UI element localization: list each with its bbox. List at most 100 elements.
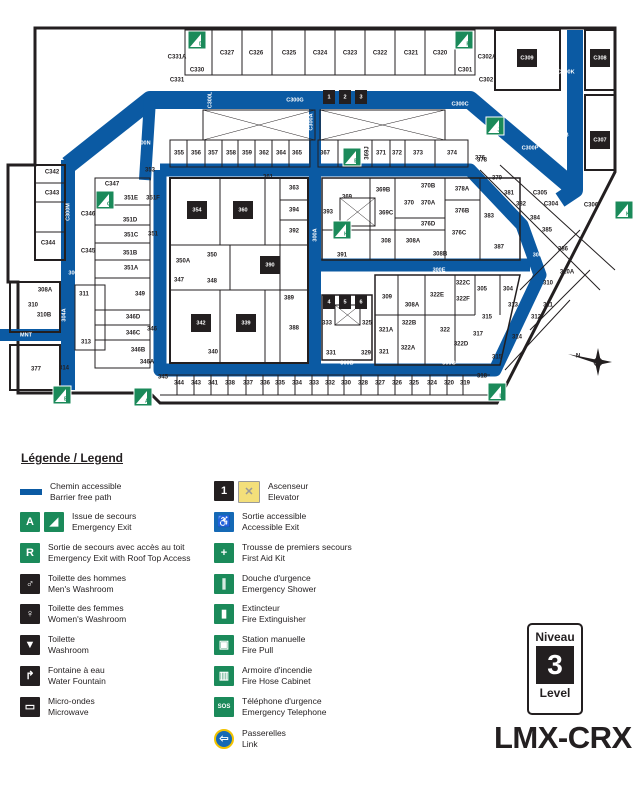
room-label: 379 [492,176,503,182]
corridor-label: C300H [177,126,194,132]
corridor-label: C300L [207,91,213,108]
accessible-exit-icon: ♿ [214,512,234,532]
room-label: 336 [260,381,271,387]
washroom-icon: ▼ [20,635,40,655]
room-label: C309 [520,55,533,61]
corridor-label: C300A [308,113,314,130]
room-label: C325 [282,51,297,57]
elevator-icon: 3 [355,90,367,104]
room-label: 330 [341,381,352,387]
room-label: 333 [322,321,333,327]
level-label-fr: Niveau [535,630,575,644]
emergency-exit-icon: A [133,387,153,407]
room-label: 322E [430,293,444,299]
room-label: 333 [309,381,320,387]
water-fountain-icon: ↱ [20,666,40,686]
room-label: 319 [460,381,471,387]
room-label: 310A [560,270,575,276]
room-label: 382 [516,202,527,208]
compass-north-label: N [576,354,580,360]
room-label: C342 [45,170,60,176]
room-label: 351 [148,232,159,238]
room-label: 334 [292,381,303,387]
room-label: 304 [503,287,514,293]
legend-label-fr: Issue de secours [72,511,137,521]
room-label: 338 [225,381,236,387]
corridor-label: 300H [68,270,81,276]
legend-title: Légende / Legend [21,451,124,465]
emergency-exit-icon: L [487,382,507,402]
legend-label-en: Women's Washroom [48,614,127,624]
room-label: 325 [409,381,420,387]
room-label: 326 [392,381,403,387]
room-label: 389 [284,296,295,302]
room-label: C330 [190,68,205,74]
room-label: 351C [124,233,139,239]
room-label: 322 [440,328,451,334]
room-label: 394 [289,208,300,214]
room-label: 329 [361,351,372,357]
emergency-exit-icon: ◢ [44,512,64,532]
compass-icon: N [568,348,612,376]
room-label: 348 [207,279,218,285]
room-label: 350 [207,253,218,259]
legend-label-en: Fire Hose Cabinet [242,676,311,686]
exit-letter: C [107,201,111,207]
room-label: 315 [492,355,503,361]
floor-plan-map: C300C300GC300LC300AC300HC300NC300CC300KC… [0,26,634,407]
legend-label-en: Accessible Exit [242,522,300,532]
level-label-en: Level [539,686,571,700]
legend-label-fr: Toilette [48,634,75,644]
room-label: 386 [558,247,569,253]
room-label: 308 [381,239,392,245]
room-label: 322C [456,281,471,287]
elevator-number: 5 [343,299,346,305]
room-label: C327 [220,51,235,57]
legend-label-en: Men's Washroom [48,584,114,594]
room-label: 322B [402,321,417,327]
legend-label-en: Link [242,739,258,749]
corridor-label: 300 [343,273,352,279]
legend-label-en: Emergency Shower [242,584,317,594]
room-label: 376C [452,231,467,237]
room-label: 384 [530,216,541,222]
room-label: 357 [208,151,219,157]
room-label: 391 [337,253,348,259]
room-label: 343 [191,381,202,387]
lecture-hall-badge [590,49,610,67]
corridor-label: 300B [340,360,353,366]
room-label: C326 [249,51,264,57]
room-label: 313 [508,303,519,309]
room-label: 308A [38,288,53,294]
elevator-number: 6 [359,299,362,305]
elevator-icon: 5 [339,295,351,309]
room-label: 359 [242,151,253,157]
room-label: 318 [477,374,488,380]
room-label: 376 [475,156,486,162]
elevator-icon: 6 [355,295,367,309]
room-label: 393 [323,210,334,216]
room-label: 361 [263,175,274,181]
level-number: 3 [536,646,574,684]
fire-pull-icon: ▣ [214,635,234,655]
fire-hose-icon: ▥ [214,666,234,686]
room-label: 310B [37,313,52,319]
room-label: 332 [325,381,336,387]
room-label: 320 [444,381,455,387]
building-code: LMX-CRX [494,720,632,755]
legend-label-fr: Chemin accessible [50,481,122,491]
elevator-number: 2 [343,94,346,100]
room-label: C343 [45,191,60,197]
elevator-icon: 1 [214,481,234,501]
